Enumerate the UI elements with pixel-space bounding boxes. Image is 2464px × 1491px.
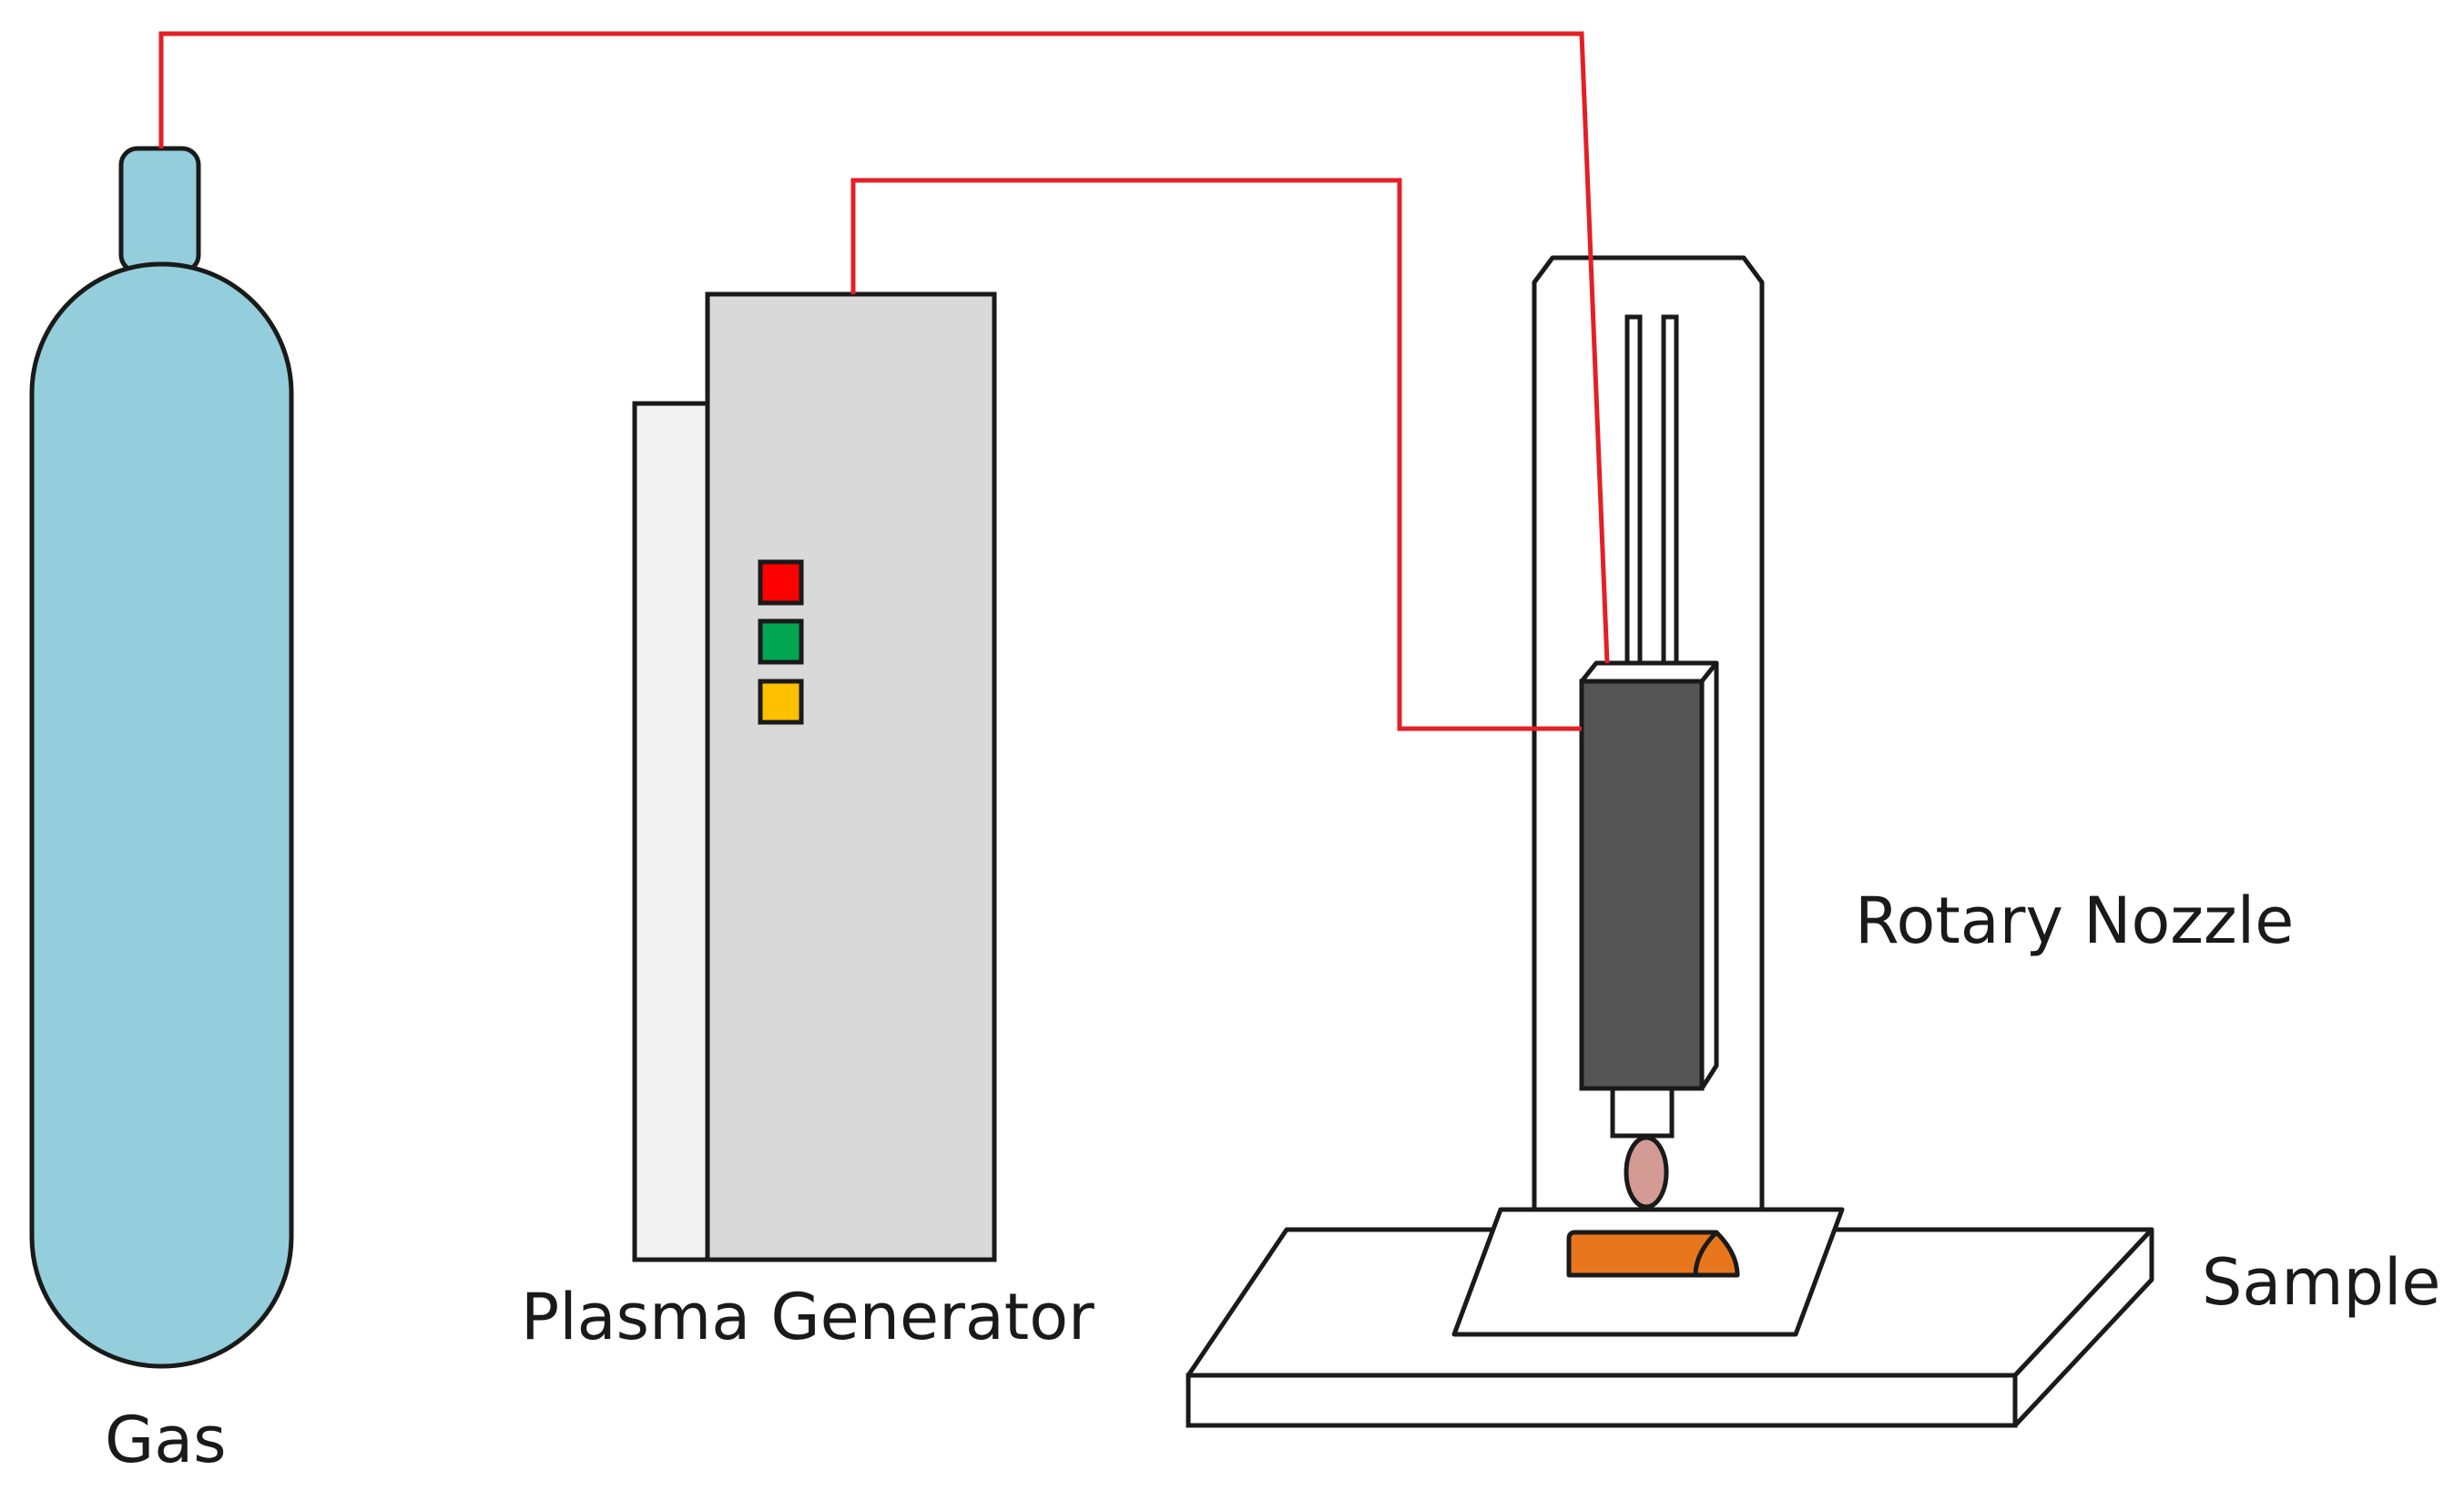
sample-piece (1566, 1230, 1740, 1278)
generator-side-panel (632, 401, 710, 1262)
nozzle-tip (1610, 1086, 1675, 1139)
indicator-yellow-light (758, 679, 804, 725)
indicator-green-light (758, 618, 804, 665)
sample-edge (1693, 1231, 1718, 1276)
rotary-nozzle-label: Rotary Nozzle (1855, 883, 2294, 958)
base-plate-front (1186, 1373, 2018, 1428)
sample-label: Sample (2202, 1245, 2440, 1320)
generator-front-panel (705, 291, 997, 1262)
plasma-generator (632, 291, 997, 1262)
indicator-red-light (758, 559, 804, 606)
cylinder-valve (118, 146, 201, 274)
nozzle-body (1579, 679, 1705, 1091)
nozzle-top-face (1579, 660, 1719, 684)
connection-lines (158, 31, 1610, 731)
plasma-jet (1624, 1135, 1669, 1210)
gas-cylinder (29, 146, 294, 1369)
gas-supply-line (158, 31, 1610, 664)
power-cable (850, 178, 1582, 731)
plasma-generator-label: Plasma Generator (521, 1280, 1095, 1354)
gas-label: Gas (105, 1403, 227, 1477)
cylinder-body (29, 261, 294, 1369)
guide-rail-right (1661, 314, 1679, 666)
guide-rail-left (1624, 314, 1643, 666)
rotary-nozzle (1579, 660, 1719, 1210)
